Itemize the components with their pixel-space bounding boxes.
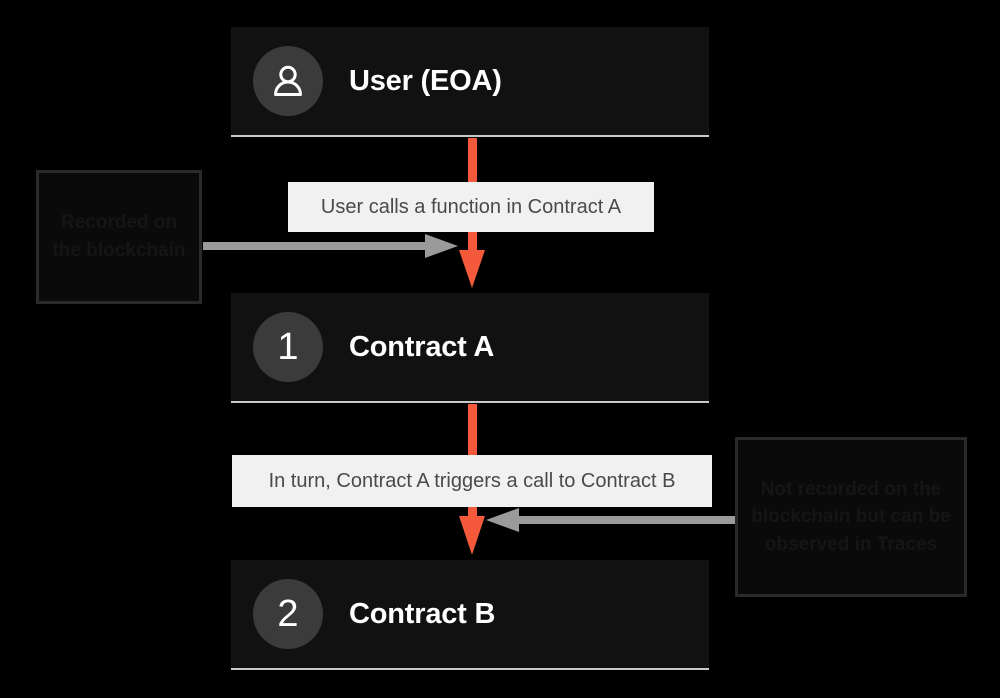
node-user[interactable]: User (EOA) [231, 27, 709, 137]
caption-contract-a-calls-contract-b: In turn, Contract A triggers a call to C… [232, 455, 712, 507]
node-contract-b[interactable]: 2 Contract B [231, 560, 709, 670]
annotation-recorded-on-blockchain: Recorded on the blockchain [36, 170, 202, 304]
caption-user-calls-contract-a: User calls a function in Contract A [288, 182, 654, 232]
node-contract-a[interactable]: 1 Contract A [231, 293, 709, 403]
step-number-1: 1 [277, 326, 299, 368]
node-contract-b-label: Contract B [349, 597, 496, 630]
step-number-2: 2 [277, 593, 299, 635]
node-contract-a-label: Contract A [349, 330, 495, 363]
user-avatar-badge [253, 46, 323, 116]
arrow-left-annotation-connector [203, 234, 458, 258]
annotation-not-recorded-observed-in-traces: Not recorded on the blockchain but can b… [735, 437, 967, 597]
node-user-label: User (EOA) [349, 64, 502, 97]
arrow-right-annotation-connector [486, 508, 741, 532]
step-number-badge-1: 1 [253, 312, 323, 382]
person-icon [274, 65, 302, 96]
step-number-badge-2: 2 [253, 579, 323, 649]
